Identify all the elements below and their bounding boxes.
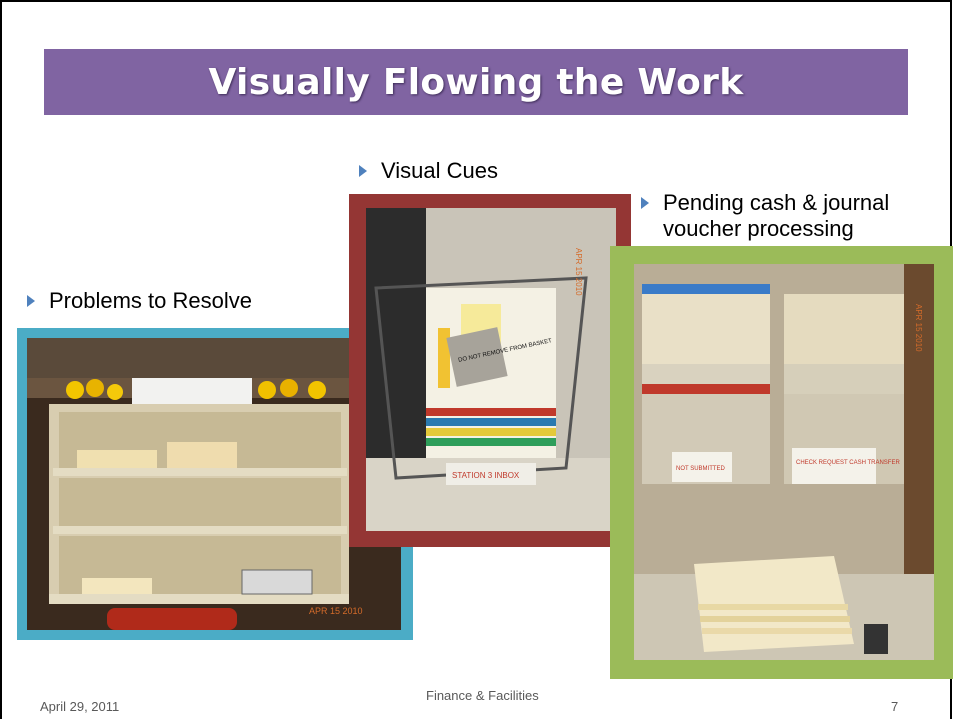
tray-label: STATION 3 INBOX [452, 471, 520, 480]
pocket-label-left: NOT SUBMITTED [676, 466, 726, 472]
bullet-text: Visual Cues [381, 158, 498, 183]
inbox-tray-photo: DO NOT REMOVE FROM BASKET STATION 3 INBO… [366, 208, 616, 531]
date-stamp: APR 15 2010 [574, 248, 583, 296]
bullet-pending: Pending cash & journal voucher processin… [641, 190, 941, 242]
bullet-text: Problems to Resolve [49, 288, 252, 313]
bullet-visual-cues: Visual Cues [359, 158, 498, 184]
bullet-problems: Problems to Resolve [27, 288, 252, 314]
bullet-arrow-icon [27, 295, 35, 307]
footer-center: Finance & Facilities [426, 688, 539, 703]
bullet-arrow-icon [359, 165, 367, 177]
date-stamp: APR 15 2010 [914, 304, 923, 352]
pocket-label-right: CHECK REQUEST CASH TRANSFER [796, 460, 900, 466]
bullet-text: Pending cash & journal voucher processin… [663, 190, 890, 241]
bullet-arrow-icon [641, 197, 649, 209]
date-stamp: APR 15 2010 [309, 606, 363, 616]
shelf-photo: APR 15 2010 [27, 338, 401, 630]
wall-pockets-photo: NOT SUBMITTED CHECK REQUEST CASH TRANSFE… [634, 264, 934, 660]
photo-visual-cues: DO NOT REMOVE FROM BASKET STATION 3 INBO… [349, 194, 631, 547]
photo-problems-shelf: APR 15 2010 [17, 328, 413, 640]
slide-title: Visually Flowing the Work [208, 61, 744, 103]
photo-pending: NOT SUBMITTED CHECK REQUEST CASH TRANSFE… [610, 246, 953, 679]
footer-date: April 29, 2011 [40, 699, 120, 714]
title-bar: Visually Flowing the Work [44, 49, 908, 115]
footer-page-number: 7 [891, 699, 899, 714]
